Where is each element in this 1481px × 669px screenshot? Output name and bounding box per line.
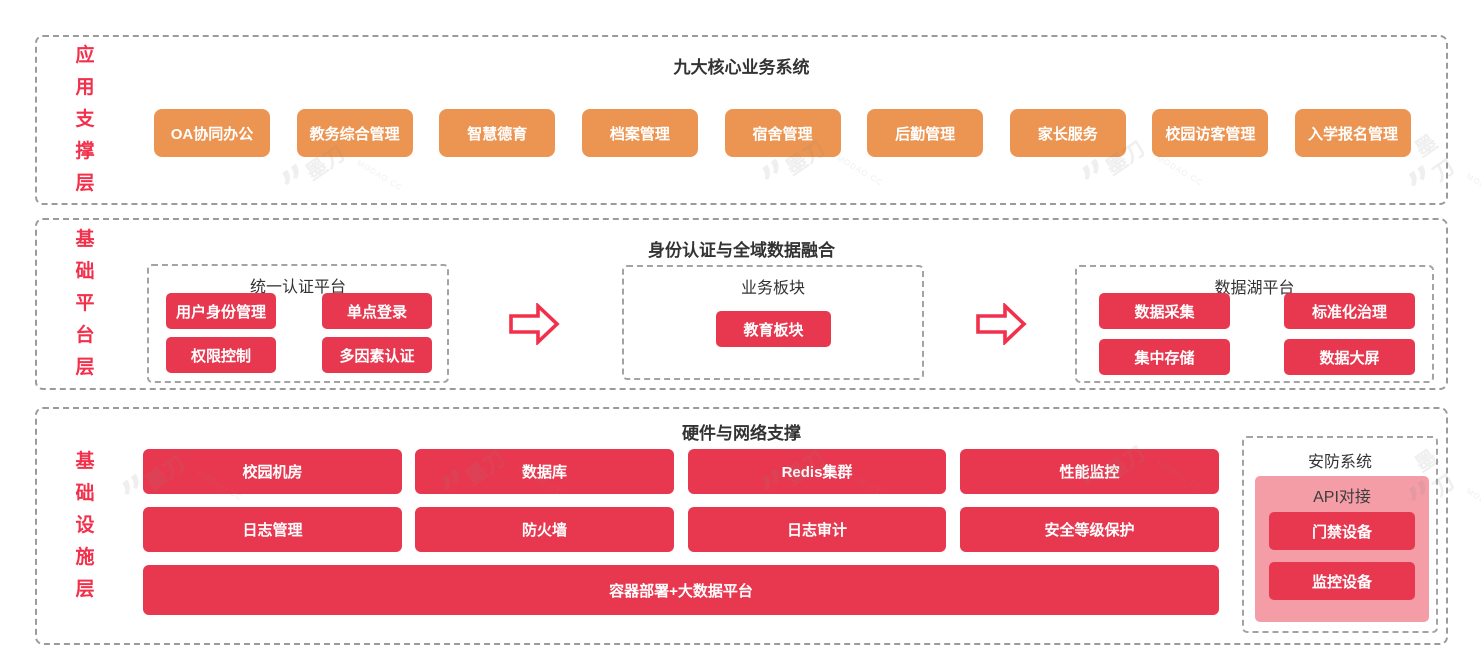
app-card-visitor-mgmt: 校园访客管理 bbox=[1152, 109, 1269, 157]
auth-card-permission-control: 权限控制 bbox=[166, 337, 276, 373]
auth-card-mfa: 多因素认证 bbox=[322, 337, 432, 373]
flow-arrow-right-icon bbox=[976, 303, 1027, 345]
panel-title-api-integration: API对接 bbox=[1313, 489, 1371, 506]
lake-card-standardized-governance: 标准化治理 bbox=[1284, 293, 1415, 329]
app-card-parent-service: 家长服务 bbox=[1009, 109, 1126, 157]
layer-title-identity-data-fusion: 身份认证与全域数据融合 bbox=[648, 241, 835, 260]
group-security-system: 安防系统 API对接 门禁设备 监控设备 bbox=[1242, 436, 1438, 633]
group-title-data-lake: 数据湖平台 bbox=[1214, 280, 1295, 297]
layer-basic-platform: 基础平台层 身份认证与全域数据融合 统一认证平台 用户身份管理 单点登录 权限控… bbox=[35, 218, 1448, 390]
group-title-business-sector: 业务板块 bbox=[740, 280, 805, 297]
app-card-enrollment: 入学报名管理 bbox=[1295, 109, 1411, 157]
infra-bar-container-bigdata-platform: 容器部署+大数据平台 bbox=[143, 565, 1219, 615]
group-unified-auth-platform: 统一认证平台 用户身份管理 单点登录 权限控制 多因素认证 bbox=[147, 264, 449, 383]
group-title-security-system: 安防系统 bbox=[1307, 454, 1372, 471]
lake-card-data-collection: 数据采集 bbox=[1099, 293, 1230, 329]
api-integration-panel: API对接 门禁设备 监控设备 bbox=[1255, 476, 1429, 622]
infra-bar-performance-monitoring: 性能监控 bbox=[960, 449, 1219, 494]
infra-bar-log-audit: 日志审计 bbox=[688, 507, 946, 552]
app-card-dormitory: 宿舍管理 bbox=[724, 109, 841, 157]
infra-bar-campus-server-room: 校园机房 bbox=[143, 449, 402, 494]
layer-app-support: 应用支撑层 九大核心业务系统 OA协同办公 教务综合管理 智慧德育 档案管理 宿… bbox=[35, 35, 1448, 205]
lake-card-data-dashboard: 数据大屏 bbox=[1284, 339, 1415, 375]
biz-card-education-sector: 教育板块 bbox=[716, 311, 831, 347]
flow-arrow-right-icon bbox=[509, 303, 560, 345]
app-card-logistics: 后勤管理 bbox=[867, 109, 984, 157]
layer-label-app-support: 应用支撑层 bbox=[75, 45, 95, 194]
lake-card-centralized-storage: 集中存储 bbox=[1099, 339, 1230, 375]
infra-bar-log-management: 日志管理 bbox=[143, 507, 402, 552]
group-title-unified-auth: 统一认证平台 bbox=[249, 279, 346, 296]
group-business-sector: 业务板块 教育板块 bbox=[622, 265, 924, 380]
infra-bar-database: 数据库 bbox=[415, 449, 674, 494]
app-card-oa: OA协同办公 bbox=[154, 109, 270, 157]
security-card-access-control-devices: 门禁设备 bbox=[1269, 512, 1415, 550]
auth-card-sso: 单点登录 bbox=[322, 293, 432, 329]
app-card-academic-mgmt: 教务综合管理 bbox=[296, 109, 413, 157]
infra-bar-redis-cluster: Redis集群 bbox=[688, 449, 946, 494]
security-card-surveillance-devices: 监控设备 bbox=[1269, 562, 1415, 600]
group-data-lake-platform: 数据湖平台 数据采集 标准化治理 集中存储 数据大屏 bbox=[1075, 265, 1434, 383]
layer-label-basic-platform: 基础平台层 bbox=[75, 229, 95, 378]
layer-label-infrastructure: 基础设施层 bbox=[75, 451, 95, 600]
auth-card-user-identity: 用户身份管理 bbox=[166, 293, 276, 329]
app-card-archives: 档案管理 bbox=[581, 109, 698, 157]
app-systems-row: OA协同办公 教务综合管理 智慧德育 档案管理 宿舍管理 后勤管理 家长服务 校… bbox=[154, 109, 1411, 157]
app-card-moral-education: 智慧德育 bbox=[439, 109, 556, 157]
layer-title-core-systems: 九大核心业务系统 bbox=[673, 58, 810, 77]
layer-title-hardware-network: 硬件与网络支撑 bbox=[682, 424, 801, 443]
infra-bar-security-level-protection: 安全等级保护 bbox=[960, 507, 1219, 552]
layer-infrastructure: 基础设施层 硬件与网络支撑 校园机房 数据库 Redis集群 性能监控 日志管理… bbox=[35, 407, 1448, 645]
infra-bar-firewall: 防火墙 bbox=[415, 507, 674, 552]
